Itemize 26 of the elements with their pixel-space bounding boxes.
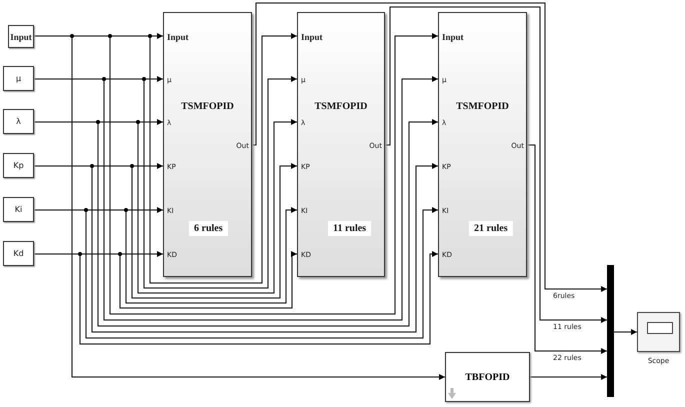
constant-block: Kp (3, 153, 34, 178)
constant-block: λ (3, 109, 34, 134)
signal-line (526, 144, 608, 354)
block-title: TSMFOPID (180, 101, 235, 112)
block-title: TBFOPID (465, 372, 510, 382)
port-label: Input (301, 32, 323, 42)
block-title: TSMFOPID (314, 101, 368, 112)
subsystem-block (163, 12, 252, 277)
constant-block: μ (3, 66, 34, 91)
constant-block: Input (8, 25, 34, 48)
port-label: Input (442, 32, 464, 42)
rules-label: 21 rules (469, 221, 513, 236)
signal-line (530, 374, 608, 380)
signal-line (384, 6, 608, 323)
mux-bar (607, 265, 614, 397)
signal-line (614, 329, 638, 335)
rules-label: 6 rules (189, 221, 228, 236)
block-title: TSMFOPID (455, 101, 510, 112)
subsystem-block (445, 352, 530, 402)
subsystem-block (438, 12, 527, 277)
rules-label: 11 rules (328, 221, 372, 236)
port-label: Input (167, 32, 189, 42)
constant-block: Ki (3, 197, 34, 222)
signal-line (252, 2, 608, 292)
constant-block: Kd (3, 241, 34, 266)
subsystem-block (297, 12, 385, 277)
